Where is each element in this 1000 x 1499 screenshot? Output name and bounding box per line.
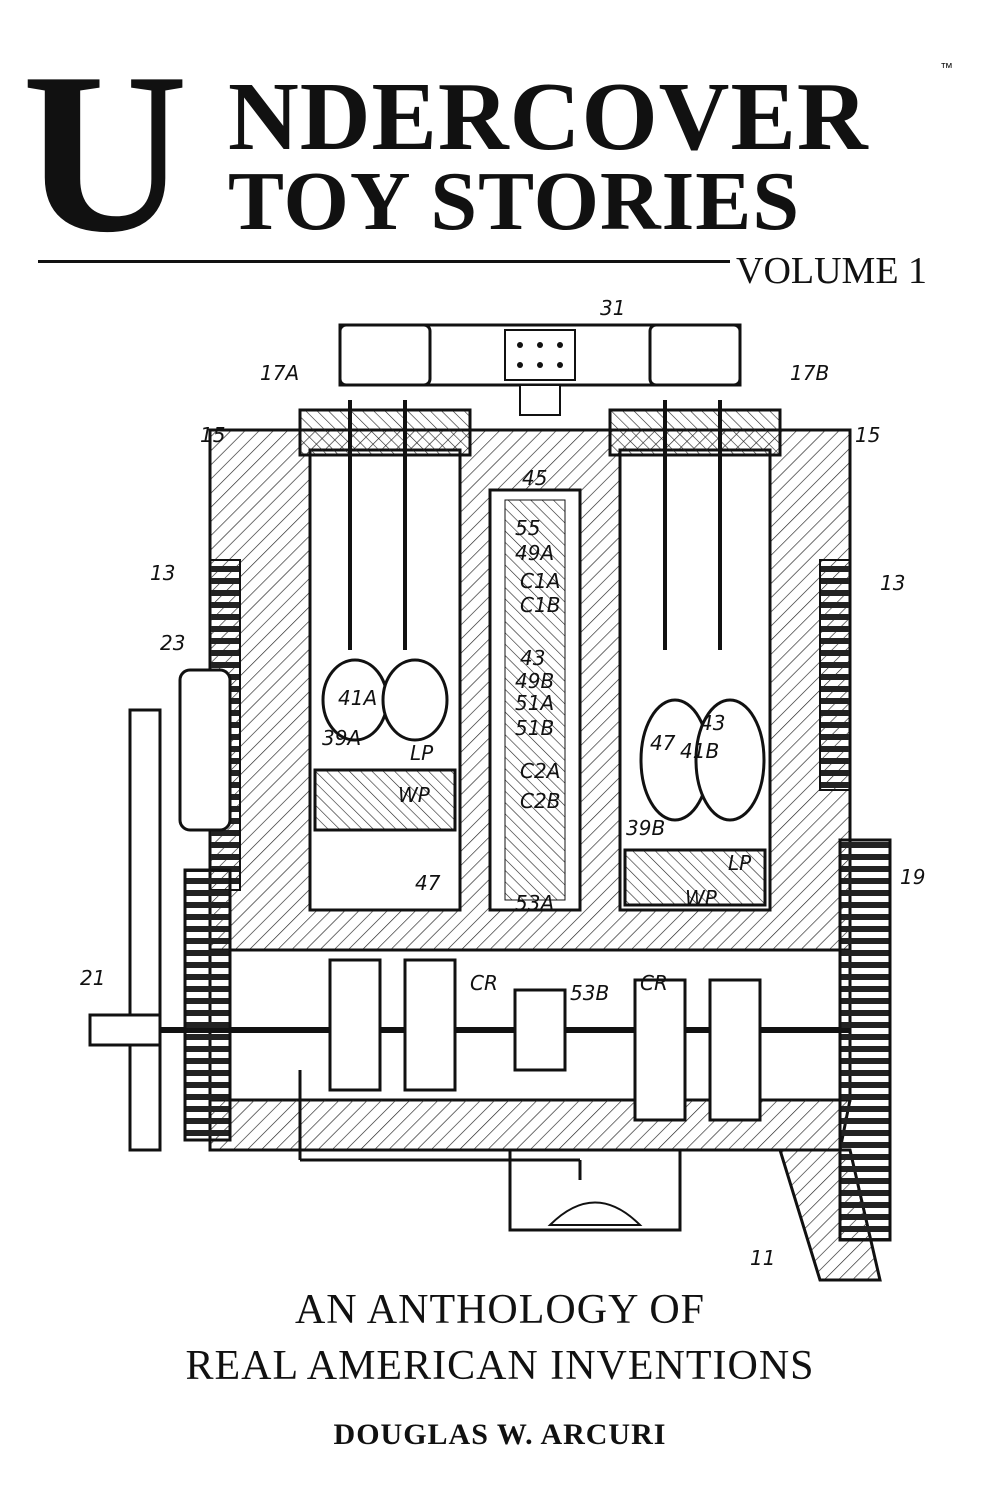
reference-label: 53B [570, 981, 609, 1005]
reference-label: 51A [515, 691, 554, 715]
reference-label: C1A [520, 569, 560, 593]
title-initial-u: U [22, 25, 188, 280]
reference-label: 49B [515, 669, 554, 693]
crankcase [100, 948, 882, 1282]
reference-label: CR [470, 971, 498, 995]
reference-label: C2A [520, 759, 560, 783]
reference-label: 17B [790, 361, 829, 385]
title-line-1: NDERCOVER [228, 63, 869, 171]
title-rule [38, 260, 730, 263]
subtitle-line-2: REAL AMERICAN INVENTIONS [185, 1343, 815, 1389]
engine-block [208, 400, 852, 952]
reference-label: LP [410, 741, 434, 765]
reference-label: 23 [160, 631, 185, 655]
reference-label: C1B [520, 593, 560, 617]
top-manifold [338, 323, 742, 416]
patent-engine-drawing: 31 17A 17B 15 15 13 13 45 55 49A C1A C1B… [60, 290, 960, 1290]
reference-label: 39A [322, 726, 361, 750]
pulley-assembly [88, 668, 232, 1152]
reference-label: CR [640, 971, 668, 995]
reference-label: 49A [515, 541, 554, 565]
reference-label: C2B [520, 789, 560, 813]
reference-label: 13 [150, 561, 175, 585]
reference-labels: 31 17A 17B 15 15 13 13 45 55 49A C1A C1B… [80, 296, 925, 1270]
reference-label: WP [398, 783, 431, 807]
reference-label: 21 [80, 966, 105, 990]
reference-label: 17A [260, 361, 299, 385]
reference-label: 41B [680, 739, 719, 763]
reference-label: 47 [415, 871, 441, 895]
reference-label: 15 [200, 423, 225, 447]
reference-label: 39B [626, 816, 665, 840]
reference-label: 47 [650, 731, 676, 755]
title-line-2: TOY STORIES [228, 155, 801, 248]
reference-label: 43 [700, 711, 725, 735]
reference-label: 43 [520, 646, 545, 670]
flywheel [838, 838, 892, 1242]
reference-label: 11 [750, 1246, 775, 1270]
reference-label: LP [728, 851, 752, 875]
reference-label: 55 [515, 516, 540, 540]
reference-label: WP [685, 886, 718, 910]
reference-label: 51B [515, 716, 554, 740]
reference-label: 31 [600, 296, 625, 320]
reference-label: 41A [338, 686, 377, 710]
reference-label: 45 [522, 466, 547, 490]
reference-label: 53A [515, 891, 554, 915]
reference-label: 19 [900, 865, 925, 889]
subtitle-line-1: AN ANTHOLOGY OF [294, 1287, 706, 1333]
author-name: DOUGLAS W. ARCURI [333, 1418, 667, 1451]
reference-label: 15 [855, 423, 880, 447]
reference-label: 13 [880, 571, 905, 595]
volume-label: VOLUME 1 [736, 250, 928, 292]
trademark-symbol: ™ [940, 60, 953, 75]
